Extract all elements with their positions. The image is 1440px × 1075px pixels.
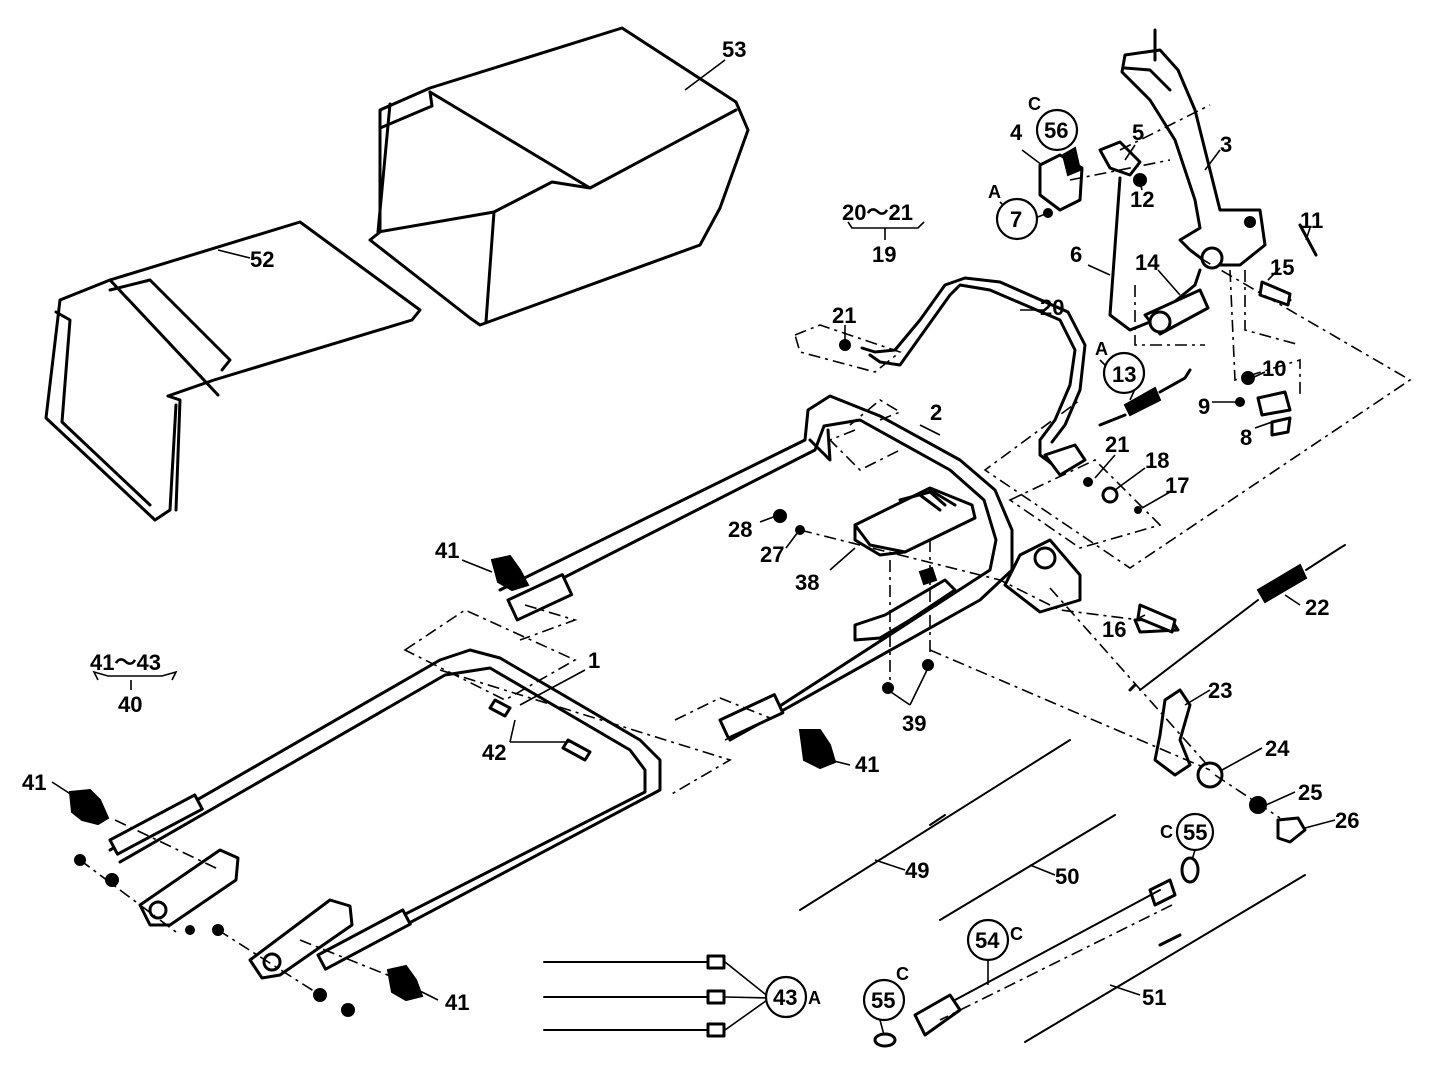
label-27: 27 [760, 542, 784, 567]
label-3: 3 [1220, 132, 1232, 157]
label-9: 9 [1198, 394, 1210, 419]
label-39: 39 [902, 711, 926, 736]
control-box [853, 486, 977, 557]
label-41-lower: 41 [445, 990, 469, 1015]
cables [543, 739, 1306, 1048]
grass-bag-frame [44, 220, 422, 522]
label-28: 28 [728, 517, 752, 542]
label-21-mid: 21 [1105, 432, 1129, 457]
letter-7: A [988, 182, 1001, 202]
label-53: 53 [722, 37, 746, 62]
label-15: 15 [1270, 255, 1294, 280]
label-13: 13 [1112, 362, 1136, 387]
label-43: 43 [773, 985, 797, 1010]
bail-lever [860, 276, 1087, 477]
label-54: 54 [975, 928, 1000, 953]
label-56: 56 [1044, 118, 1068, 143]
label-21-top: 21 [832, 303, 856, 328]
label-41-middle: 41 [855, 752, 879, 777]
label-11: 11 [1300, 208, 1323, 233]
label-42: 42 [482, 740, 506, 765]
letter-55-left: C [896, 964, 909, 984]
label-20: 20 [1040, 295, 1064, 320]
label-19: 19 [872, 242, 896, 267]
label-1: 1 [588, 648, 600, 673]
label-16: 16 [1102, 617, 1126, 642]
lower-handle [108, 648, 662, 971]
cam-parts [1133, 616, 1307, 844]
label-55-left: 55 [871, 988, 895, 1013]
label-52: 52 [250, 247, 274, 272]
leader-lines [51, 59, 1336, 1036]
label-2: 2 [930, 400, 942, 425]
label-50: 50 [1055, 864, 1079, 889]
part-labels: 53 52 3 4 5 56 C 7 A 12 11 6 14 15 20～21… [22, 37, 1359, 1015]
label-6: 6 [1070, 242, 1082, 267]
label-26: 26 [1335, 808, 1359, 833]
label-24: 24 [1265, 736, 1290, 761]
label-7: 7 [1010, 207, 1022, 232]
letter-43: A [808, 988, 821, 1008]
label-41-upper: 41 [435, 538, 459, 563]
upper-mechanism [1038, 28, 1292, 336]
letter-55-right: C [1160, 822, 1173, 842]
label-38: 38 [795, 570, 819, 595]
label-17: 17 [1165, 473, 1189, 498]
label-40: 40 [118, 692, 142, 717]
label-23: 23 [1208, 678, 1232, 703]
grass-bag-cover [368, 26, 750, 327]
label-41-43: 41～43 [90, 650, 161, 675]
label-18: 18 [1145, 448, 1169, 473]
letter-56: C [1028, 94, 1041, 114]
label-10: 10 [1262, 356, 1286, 381]
label-12: 12 [1130, 187, 1154, 212]
springs [1098, 368, 1346, 692]
label-55-right: 55 [1183, 820, 1207, 845]
hardware [74, 173, 1318, 1017]
callout-circles [764, 108, 1215, 1022]
upper-handle [498, 394, 1082, 742]
label-8: 8 [1240, 425, 1252, 450]
letter-13: A [1095, 339, 1108, 359]
label-41-left: 41 [22, 770, 46, 795]
handle-knobs [68, 554, 837, 1002]
lower-plate [853, 566, 957, 694]
label-49: 49 [905, 858, 929, 883]
handle-brackets [138, 848, 354, 980]
assembly-lines [79, 104, 1412, 1021]
label-20-21: 20～21 [842, 200, 913, 225]
label-4: 4 [1010, 120, 1023, 145]
label-51: 51 [1142, 985, 1166, 1010]
label-22: 22 [1305, 595, 1329, 620]
label-14: 14 [1135, 250, 1160, 275]
label-5: 5 [1132, 120, 1144, 145]
letter-54: C [1010, 924, 1023, 944]
label-25: 25 [1298, 780, 1322, 805]
